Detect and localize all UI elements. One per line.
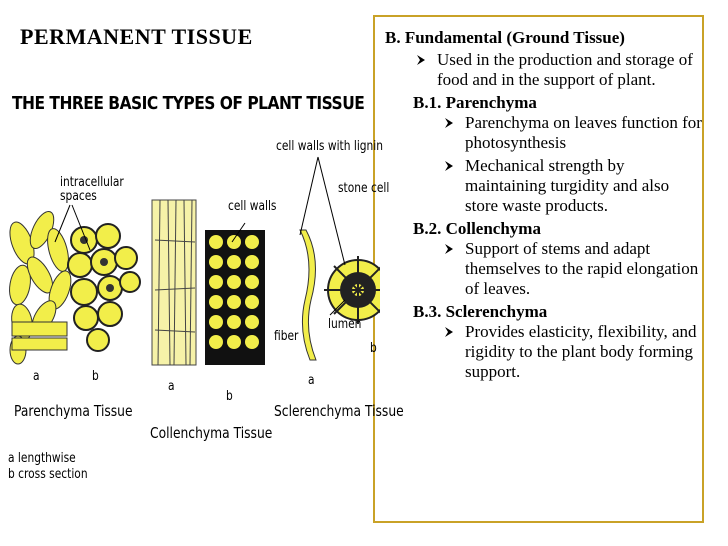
- section-title-parenchyma: B.1. Parenchyma: [413, 93, 537, 112]
- slide-title: PERMANENT TISSUE: [20, 24, 253, 49]
- intro-bullet: Used in the production and storage of fo…: [417, 50, 705, 90]
- label-intracellular: intracellular: [60, 175, 124, 190]
- collenchyma-cross-section-drawing: [205, 230, 265, 365]
- label-sclerenchyma-tissue: Sclerenchyma Tissue: [274, 402, 404, 420]
- title-bar: PERMANENT TISSUE: [0, 0, 728, 62]
- bullet-text: Provides elasticity, flexibility, and ri…: [465, 322, 697, 381]
- frame-rule-top: [373, 15, 703, 17]
- collenchyma-lengthwise-drawing: [151, 199, 197, 366]
- arrow-bullet-icon: [445, 327, 453, 337]
- section-title-collenchyma: B.2. Collenchyma: [413, 219, 541, 238]
- label-collenchyma-b: b: [226, 389, 233, 404]
- intro-bullet-text: Used in the production and storage of fo…: [437, 50, 693, 89]
- frame-rule-bottom: [373, 521, 703, 523]
- label-stone-cell: stone cell: [338, 181, 390, 196]
- label-collenchyma-tissue: Collenchyma Tissue: [150, 424, 273, 442]
- section-heading: B. Fundamental (Ground Tissue): [385, 28, 625, 47]
- label-parenchyma-b: b: [92, 369, 99, 384]
- list-item: Parenchyma on leaves function for photos…: [445, 113, 705, 153]
- list-item: Mechanical strength by maintaining turgi…: [445, 156, 705, 216]
- bullet-text: Support of stems and adapt themselves to…: [465, 239, 699, 298]
- label-parenchyma-tissue: Parenchyma Tissue: [14, 402, 133, 420]
- frame-rule-right: [702, 15, 704, 523]
- arrow-bullet-icon: [445, 244, 453, 254]
- arrow-bullet-icon: [445, 161, 453, 171]
- label-cell-walls-lignin: cell walls with lignin: [276, 139, 384, 154]
- bullet-text: Parenchyma on leaves function for photos…: [465, 113, 702, 152]
- label-collenchyma-a: a: [168, 379, 175, 394]
- arrow-bullet-icon: [417, 55, 425, 65]
- sclerenchyma-stone-cell-drawing: [324, 256, 380, 324]
- list-item: Provides elasticity, flexibility, and ri…: [445, 322, 705, 382]
- legend-lengthwise: a lengthwise: [8, 451, 76, 466]
- tissue-illustration: [9, 156, 380, 366]
- legend-cross-section: b cross section: [8, 467, 88, 482]
- label-cell-walls: cell walls: [228, 199, 277, 214]
- parenchyma-lengthwise-drawing: [9, 210, 72, 365]
- arrow-bullet-icon: [445, 118, 453, 128]
- figure-heading: THE THREE BASIC TYPES OF PLANT TISSUE: [12, 93, 365, 114]
- sclerenchyma-fiber-drawing: [299, 229, 317, 361]
- list-item: Support of stems and adapt themselves to…: [445, 239, 705, 299]
- bullet-text: Mechanical strength by maintaining turgi…: [465, 156, 670, 215]
- tissue-figure: THE THREE BASIC TYPES OF PLANT TISSUE: [0, 60, 404, 540]
- label-lumen: lumen: [328, 317, 362, 332]
- parenchyma-cross-section-drawing: [67, 223, 141, 352]
- label-fiber: fiber: [274, 329, 299, 344]
- section-title-sclerenchyma: B.3. Sclerenchyma: [413, 302, 548, 321]
- label-parenchyma-a: a: [33, 369, 40, 384]
- content-panel: B. Fundamental (Ground Tissue) Used in t…: [385, 28, 705, 382]
- label-sclerenchyma-b: b: [370, 341, 377, 356]
- label-spaces: spaces: [60, 189, 97, 204]
- label-sclerenchyma-a: a: [308, 373, 315, 388]
